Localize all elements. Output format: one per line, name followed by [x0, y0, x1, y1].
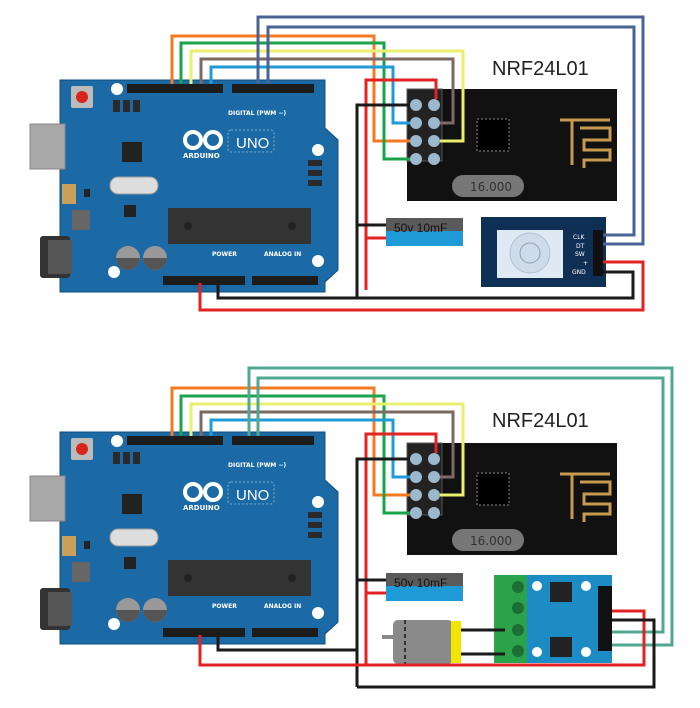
encoder-pin-sw: SW: [575, 251, 585, 258]
capacitor-label-2: 50v 10mF: [394, 576, 447, 590]
encoder-pin-dt: DT: [576, 243, 585, 250]
arduino-model: UNO: [236, 135, 269, 152]
analog-header-label: ANALOG IN: [264, 251, 301, 258]
wire-green: [179, 41, 410, 161]
rotary-encoder-module: CLK DT SW + GND: [481, 217, 606, 287]
transmitter-diagram: ARDUINO UNO DIGITAL (PWM ~) POWER ANALOG…: [28, 15, 645, 312]
wire-yellow: [189, 49, 465, 143]
arduino-brand: ARDUINO: [183, 152, 220, 160]
wire-red-power-2: [198, 609, 646, 667]
encoder-pin-vcc: +: [583, 260, 588, 267]
wire-red-nrf-2: [364, 432, 438, 665]
analog-header-label-2: ANALOG IN: [264, 603, 301, 610]
wires-top: [170, 15, 645, 312]
motor-driver-module: [494, 575, 612, 663]
wire-green-2: [179, 394, 410, 515]
wire-black-nrf-2: [355, 457, 410, 687]
nrf-module-title: NRF24L01: [492, 58, 589, 80]
wire-black-driver: [357, 618, 656, 689]
receiver-diagram: ARDUINO UNO DIGITAL (PWM ~) POWER ANALOG…: [28, 366, 674, 689]
wire-black-nrf: [355, 103, 410, 298]
capacitor: 50v 10mF: [386, 218, 463, 246]
wire-navy-1: [256, 15, 645, 246]
wire-yellow-2: [189, 402, 465, 497]
nrf24l01-module: 16.000: [406, 88, 617, 201]
wire-black-gnd: [216, 270, 635, 300]
wire-red-power: [198, 260, 645, 312]
nrf-module-title-2: NRF24L01: [492, 410, 589, 432]
wire-red-nrf: [364, 78, 438, 290]
power-header-label: POWER: [212, 251, 237, 258]
crystal-label-2: 16.000: [470, 534, 512, 548]
arduino-uno-board-2: [28, 430, 340, 646]
power-header-label-2: POWER: [212, 603, 237, 610]
arduino-brand-2: ARDUINO: [183, 504, 220, 512]
arduino-model-2: UNO: [236, 487, 269, 504]
wire-teal-2: [256, 376, 665, 634]
wire-navy-2: [266, 25, 636, 237]
capacitor-label: 50v 10mF: [394, 221, 447, 235]
wire-brown-2: [199, 410, 455, 479]
encoder-pin-clk: CLK: [573, 234, 586, 241]
crystal-label: 16.000: [470, 180, 512, 194]
wire-blue-2: [209, 418, 410, 479]
arduino-uno-board: [28, 78, 340, 294]
wire-orange-2: [170, 386, 410, 497]
wire-orange: [170, 34, 410, 143]
wire-brown: [199, 57, 455, 125]
wire-teal-1: [247, 366, 674, 647]
wire-black-gnd-2: [216, 635, 357, 652]
digital-header-label: DIGITAL (PWM ~): [228, 110, 286, 117]
capacitor-2: 50v 10mF: [386, 573, 463, 601]
nrf24l01-module-2: 16.000: [406, 442, 617, 555]
digital-header-label-2: DIGITAL (PWM ~): [228, 462, 286, 469]
wire-blue: [209, 65, 410, 125]
encoder-pin-gnd: GND: [572, 269, 586, 276]
dc-motor: [382, 620, 461, 664]
wires-bottom: [170, 366, 674, 689]
